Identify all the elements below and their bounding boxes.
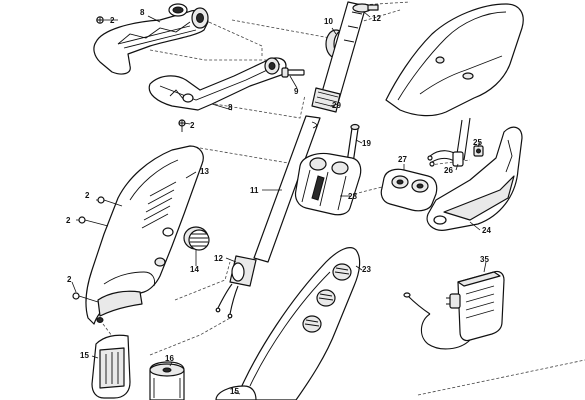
part-callouts: 2 8 9 10 12 2 8 29 19 25 27 26 13 2 2 11… (66, 8, 491, 396)
callout-2: 2 (85, 191, 90, 200)
switch-wiring (427, 117, 471, 167)
callout-15: 15 (80, 351, 89, 360)
callout-16: 16 (165, 354, 174, 363)
screw-icon-3 (72, 292, 99, 303)
callout-15: 15 (230, 387, 239, 396)
callout-9: 9 (294, 87, 299, 96)
motor-rear-cover (385, 3, 524, 117)
callout-8: 8 (140, 8, 145, 17)
callout-25: 25 (473, 138, 482, 147)
upper-handle-assembly (93, 3, 209, 75)
upper-shaft (317, 1, 379, 111)
lower-shaft (253, 115, 321, 263)
callout-26: 26 (444, 166, 453, 175)
callout-10: 10 (324, 17, 333, 26)
screw-icon-2 (78, 216, 109, 227)
callout-11: 11 (250, 186, 259, 195)
callout-27: 27 (398, 155, 407, 164)
switch-icon (473, 145, 484, 157)
callout-14: 14 (190, 265, 199, 274)
callout-19: 19 (362, 139, 371, 148)
callout-23: 23 (362, 265, 371, 274)
callout-2: 2 (110, 16, 115, 25)
shaft-collar-29 (311, 87, 341, 113)
battery-holder (294, 152, 362, 216)
motor-unit (149, 361, 185, 400)
callout-13: 13 (200, 167, 209, 176)
callout-35: 35 (480, 255, 489, 264)
callout-8: 8 (228, 103, 233, 112)
bolt-icon (281, 67, 305, 78)
lower-handle-assembly (148, 57, 287, 111)
callout-2: 2 (66, 216, 71, 225)
assembly-guide-lines (99, 1, 585, 396)
handle-screw-icon (96, 16, 104, 24)
callout-12: 12 (214, 254, 223, 263)
callout-2: 2 (190, 121, 195, 130)
callout-29: 29 (332, 101, 341, 110)
leader-lines (71, 11, 487, 395)
callout-28: 28 (348, 192, 357, 201)
battery-pack (380, 168, 438, 212)
callout-24: 24 (482, 226, 491, 235)
lower-handle-screw-icon (178, 119, 186, 132)
vent-grille (183, 226, 210, 251)
right-motor-housing (426, 126, 523, 231)
callout-2: 2 (67, 275, 72, 284)
bottom-cover (91, 334, 131, 399)
left-motor-housing (85, 145, 204, 325)
battery-charger (403, 270, 505, 350)
shaft-connector-12 (215, 255, 257, 319)
callout-12: 12 (372, 14, 381, 23)
trimmer-guard (237, 247, 361, 400)
